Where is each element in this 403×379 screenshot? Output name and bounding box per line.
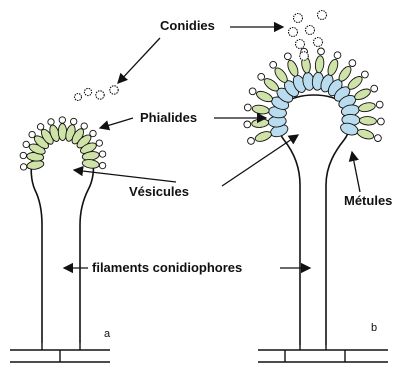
conidium xyxy=(349,60,356,67)
label-vesicules: Vésicules xyxy=(129,184,189,199)
phialide xyxy=(273,66,290,85)
conidium xyxy=(96,140,102,146)
conidium xyxy=(362,71,369,78)
conidium xyxy=(20,152,26,158)
conidium xyxy=(59,117,65,123)
conidium xyxy=(99,151,105,157)
conidium xyxy=(375,135,382,142)
panel-b-stalk xyxy=(278,95,350,345)
conidium xyxy=(314,38,323,47)
conidium xyxy=(248,138,255,145)
panel-b-conidiophore xyxy=(244,11,388,363)
phialide xyxy=(356,128,375,141)
conidium xyxy=(296,40,305,49)
panel-b-base-hypha xyxy=(258,345,388,362)
conidium xyxy=(99,162,105,168)
label-panel-a: a xyxy=(104,328,111,340)
conidium xyxy=(376,101,383,108)
conidium xyxy=(75,94,82,101)
phialide xyxy=(58,123,67,140)
label-panel-b: b xyxy=(371,322,377,334)
conidium xyxy=(96,91,104,99)
label-phialides: Phialides xyxy=(140,110,197,125)
phialide xyxy=(359,116,376,125)
phialide xyxy=(82,159,100,170)
conidium xyxy=(244,104,251,111)
conidium xyxy=(84,88,91,95)
conidium xyxy=(71,118,77,124)
arrow-vesicules-b xyxy=(222,135,298,186)
conidium xyxy=(318,48,325,55)
phialide xyxy=(346,74,364,91)
conidium xyxy=(29,131,35,137)
conidium xyxy=(37,124,43,130)
conidium xyxy=(334,52,341,59)
conidium xyxy=(258,73,265,80)
arrow-phialides-a xyxy=(100,118,133,128)
conidium xyxy=(110,86,118,94)
panel-a-phialides xyxy=(26,123,99,170)
conidium xyxy=(294,14,303,23)
conidium xyxy=(306,26,315,35)
phialide xyxy=(251,118,269,128)
conidium xyxy=(90,130,96,136)
conidium xyxy=(23,141,29,147)
phialide xyxy=(262,76,281,93)
phialide xyxy=(286,59,300,78)
phialide xyxy=(315,55,325,73)
phialide xyxy=(254,130,273,144)
conidium xyxy=(378,118,385,125)
phialide xyxy=(358,101,376,113)
conidium xyxy=(249,88,256,95)
phialide xyxy=(252,104,270,115)
conidium xyxy=(284,53,291,60)
phialide xyxy=(353,87,372,102)
arrow-vesicules-a xyxy=(74,170,176,182)
label-metules: Métules xyxy=(344,193,392,208)
arrow-conidies-a xyxy=(118,38,160,83)
conidium xyxy=(300,52,309,61)
conidium xyxy=(20,164,26,170)
conidium xyxy=(289,28,298,37)
panel-a-base-hypha xyxy=(10,343,110,362)
conidium xyxy=(270,61,277,68)
phialide xyxy=(255,89,274,103)
conidium xyxy=(244,121,251,128)
conidium xyxy=(318,11,327,20)
phialide xyxy=(337,64,354,83)
phialide xyxy=(326,58,340,77)
arrow-metules xyxy=(352,152,360,192)
conidium xyxy=(371,85,378,92)
conidium xyxy=(48,119,54,125)
label-filaments-conidiophores: filaments conidiophores xyxy=(92,260,242,275)
label-conidies: Conidies xyxy=(160,18,215,33)
conidium xyxy=(81,123,87,129)
